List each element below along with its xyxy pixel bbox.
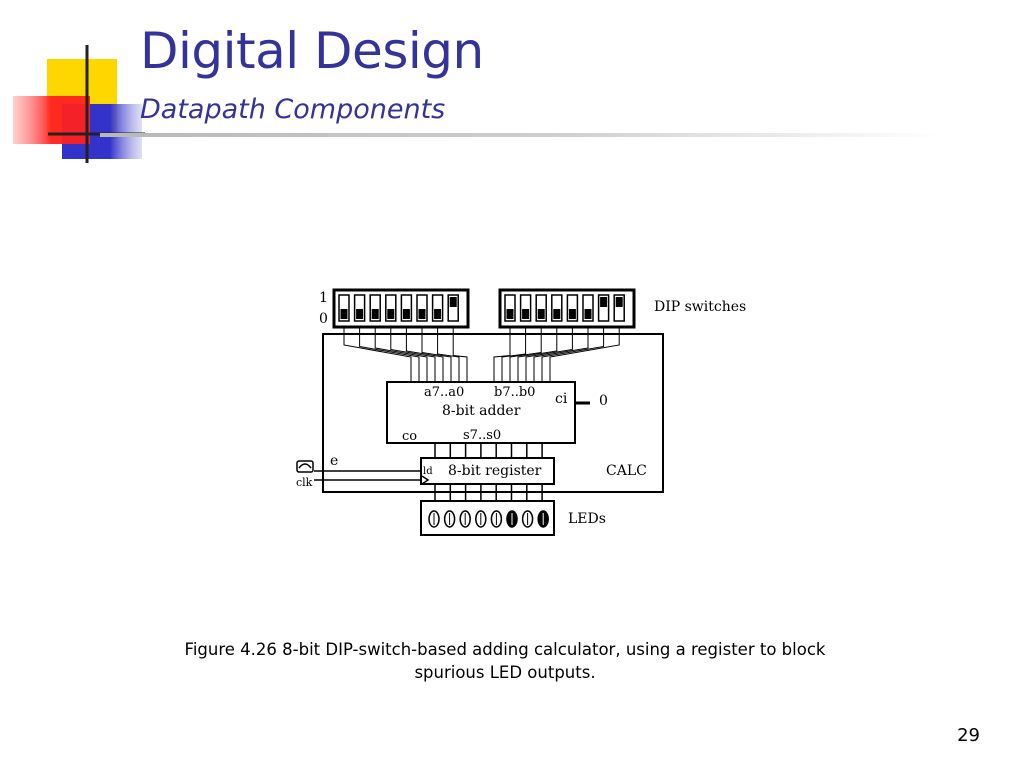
dip-b-switch	[597, 294, 610, 322]
carry-in-value: 0	[599, 393, 608, 409]
dip-a-switch	[385, 294, 397, 322]
dip-switches-label: DIP switches	[654, 299, 746, 315]
dip-a-switch	[400, 294, 413, 322]
dip-b-switch	[582, 294, 594, 322]
slide-subtitle: Datapath Components	[140, 94, 446, 125]
caption-line-1: Figure 4.26 8-bit DIP-switch-based addin…	[184, 640, 826, 659]
adder-name-label: 8-bit adder	[442, 403, 521, 419]
bus-a-wire	[405, 327, 444, 382]
bus-a-wire	[343, 327, 412, 382]
bus-a-wire	[390, 327, 436, 382]
sum-output-label: s7..s0	[463, 428, 501, 443]
adder-input-a-label: a7..a0	[424, 385, 464, 400]
bus-a-wire	[374, 327, 428, 382]
figure-caption: Figure 4.26 8-bit DIP-switch-based addin…	[160, 638, 850, 684]
bus-b-wire	[493, 327, 511, 382]
bus-a-wire	[452, 327, 468, 382]
page-number: 29	[957, 725, 980, 746]
bus-b-wire	[509, 327, 542, 382]
dip-switches-b	[504, 294, 625, 322]
clock-label: clk	[296, 476, 313, 489]
bus-b-wire	[549, 327, 620, 382]
slide-title: Digital Design	[140, 22, 484, 80]
dip-b-switch	[519, 294, 532, 322]
dip-switch-a	[332, 288, 470, 329]
register-to-led-wires	[434, 443, 543, 501]
dip-a-switch	[338, 294, 350, 322]
bus-b-wire	[525, 327, 573, 382]
dip-switch-b	[498, 288, 636, 329]
bus-a-wire	[421, 327, 452, 382]
led-bulb	[521, 510, 534, 528]
led-bulb	[475, 510, 487, 528]
bus-b-wire	[533, 327, 589, 382]
dip-b-switch	[551, 294, 563, 322]
calc-label: CALC	[606, 463, 647, 479]
dip-a-switch	[353, 294, 366, 322]
dip-a-switch	[416, 294, 428, 322]
calculator-diagram: 1 0 DIP switches a7..a0 b7..b0 8-bit add…	[296, 288, 746, 536]
leds-label: LEDs	[568, 511, 606, 527]
load-label: ld	[423, 466, 433, 477]
dip-b-switch	[566, 294, 579, 322]
clock-source-icon	[296, 460, 314, 473]
led-bulb	[459, 510, 471, 528]
carry-in-label: ci	[555, 391, 568, 407]
logo-squares-icon	[13, 45, 145, 163]
led-bulb	[428, 510, 440, 528]
led-bulb	[537, 510, 549, 528]
dip-a-switch	[431, 294, 444, 322]
carry-out-label: co	[402, 429, 417, 444]
bus-b-wire	[517, 327, 558, 382]
calc-enclosure	[322, 333, 664, 493]
led-bulb	[490, 510, 503, 528]
clock-edge-marker	[421, 475, 430, 485]
caption-line-2: spurious LED outputs.	[414, 663, 596, 682]
led-bulb	[443, 510, 456, 528]
bus-a-wire	[359, 327, 420, 382]
bus-b-wire	[501, 327, 527, 382]
adder-input-b-label: b7..b0	[494, 385, 535, 400]
register-name-label: 8-bit register	[448, 463, 542, 479]
bus-a-wire	[437, 327, 460, 382]
title-divider	[100, 133, 940, 137]
led-bulb	[506, 510, 518, 528]
switch-level-high: 1	[319, 290, 328, 306]
dip-a-switch	[447, 294, 459, 322]
dip-b-switch	[613, 294, 625, 322]
dip-switches-a	[338, 294, 459, 322]
dip-b-switch	[504, 294, 516, 322]
dip-b-switch	[535, 294, 547, 322]
dip-a-switch	[369, 294, 381, 322]
switch-to-adder-wires	[343, 327, 620, 382]
switch-level-low: 0	[319, 311, 328, 327]
bus-b-wire	[541, 327, 605, 382]
enable-label: e	[330, 453, 338, 469]
led-array	[420, 500, 555, 536]
led-bulbs	[428, 510, 549, 528]
